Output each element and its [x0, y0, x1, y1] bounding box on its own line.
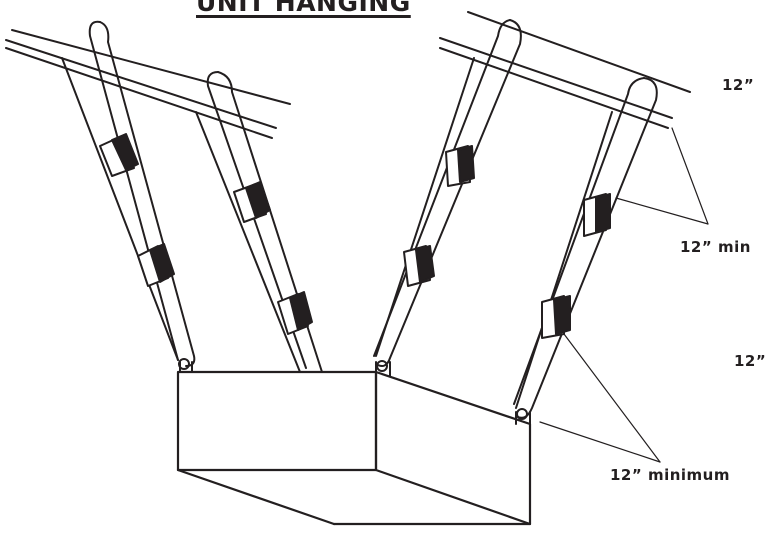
hanger-cable-4: [514, 78, 657, 426]
diagram-title: UNIT HANGING: [196, 0, 411, 17]
dimension-label-mid-right: 12” min: [680, 238, 751, 256]
left-ceiling-rail: [6, 30, 290, 138]
hanger-cable-2: [196, 72, 322, 372]
dimension-leader-lines: [540, 128, 708, 462]
hanger-clamp-3b: [404, 246, 434, 286]
right-ceiling-rail: [440, 12, 690, 128]
dimension-label-top-right: 12”: [722, 76, 755, 94]
hanger-clamp-2a: [234, 182, 270, 222]
hanger-cable-1: [62, 22, 194, 372]
dimension-label-bottom: 12” minimum: [610, 466, 730, 484]
hanger-clamp-1a: [100, 134, 138, 176]
hanging-unit-box: [178, 372, 530, 524]
hanger-clamp-4b: [542, 296, 570, 338]
hanger-cable-3: [374, 20, 521, 376]
hanger-clamp-2b: [278, 292, 312, 334]
hanger-clamp-3a: [446, 146, 474, 186]
hanger-clamp-1b: [138, 244, 174, 286]
dimension-label-lower-right: 12”: [734, 352, 767, 370]
hanger-clamp-4a: [584, 194, 610, 236]
